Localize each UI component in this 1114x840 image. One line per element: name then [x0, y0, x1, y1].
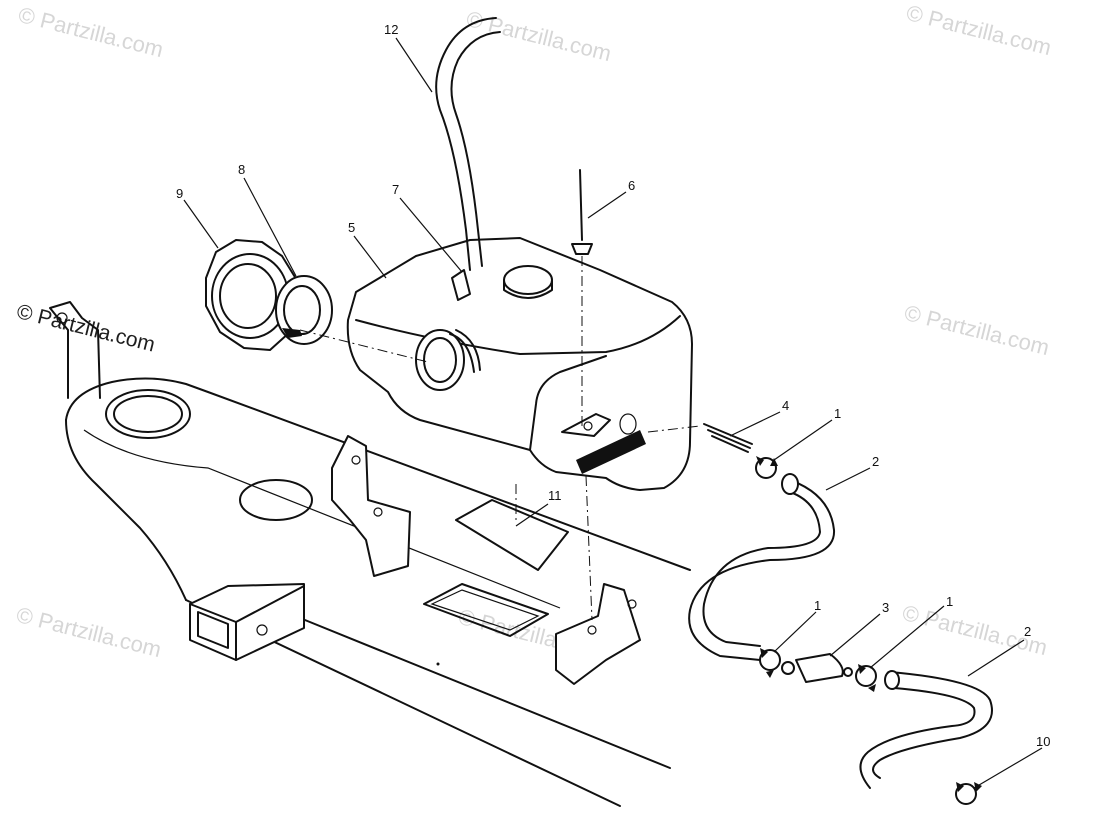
hitch-pin-hole	[256, 624, 268, 636]
hose-clamp-mid-right	[855, 664, 877, 692]
callout-10: 10	[1036, 734, 1050, 749]
leader-1-mid-left	[773, 611, 817, 653]
frame-left-tab	[49, 301, 101, 399]
hose-clamp-end	[955, 782, 982, 805]
callout-5: 5	[348, 220, 355, 235]
callout-1-mid-right: 1	[946, 594, 953, 609]
fill-cap-inner-ring	[219, 263, 277, 329]
fuel-filter	[781, 653, 853, 683]
leader-4	[729, 411, 781, 437]
outlet-spring	[703, 423, 753, 453]
frame-left-curve	[65, 419, 187, 601]
frame-oval-hole	[239, 479, 313, 521]
callout-3: 3	[882, 600, 889, 615]
hose-clamp-upper	[755, 456, 778, 479]
leader-11	[515, 503, 549, 527]
fuel-filter-outlet	[843, 667, 853, 677]
tank-shadow	[576, 430, 646, 474]
tank-corner-edge	[529, 355, 607, 451]
bracket-left-hole-1	[351, 455, 361, 465]
tank-top-cap	[503, 265, 553, 295]
callout-4: 4	[782, 398, 789, 413]
leader-7	[399, 197, 463, 273]
frame-rect-cutout	[423, 583, 549, 637]
fuel-filter-body	[795, 653, 844, 683]
outlet-centerline	[647, 425, 701, 433]
hose-clamp-mid-left	[759, 648, 781, 678]
callout-8: 8	[238, 162, 245, 177]
hose-upper-end	[781, 473, 799, 495]
callout-12: 12	[384, 22, 398, 37]
cap-centerline	[299, 329, 429, 363]
frame-boss-inner	[113, 395, 183, 433]
callout-6: 6	[628, 178, 635, 193]
leader-2-lower	[967, 639, 1025, 677]
leader-1-upper	[773, 419, 833, 461]
fuel-hose-upper-outer	[688, 477, 836, 661]
fuel-hose-lower-inner	[859, 687, 976, 789]
fuel-hose-upper-inner	[702, 491, 821, 647]
stray-dot	[436, 662, 440, 666]
frame-rect-cutout-inner	[430, 589, 540, 631]
hitch-tube-opening	[197, 611, 229, 649]
fuel-tank	[346, 237, 693, 491]
tank-filler-neck-inner	[423, 337, 457, 383]
callout-labels: 12 7 5 6 8 9 4 1 2 11 1 3 1 2 10	[176, 22, 1050, 749]
clamp-upper-ears	[756, 456, 778, 466]
rivet-head	[571, 243, 593, 255]
bracket-right-hole-2	[587, 625, 597, 635]
tank-top-cap-side	[503, 279, 553, 299]
tank-body	[346, 237, 693, 491]
frame-boss-outer	[105, 389, 191, 439]
frame-inner-edge	[83, 429, 561, 609]
frame-bracket-left	[331, 435, 411, 577]
leader-2-upper	[825, 467, 871, 491]
leader-5	[353, 235, 387, 279]
leader-1-mid-right	[869, 605, 945, 669]
clamp-mid-left-ears	[760, 648, 774, 678]
tank-outlet-hole	[583, 421, 593, 431]
leader-9	[183, 199, 219, 249]
vent-hose-inner	[450, 31, 501, 267]
tank-top-edge	[355, 315, 681, 355]
tank-outlet-plate	[561, 413, 611, 437]
vent-hose-outer	[435, 17, 497, 271]
fuel-filter-inlet	[781, 661, 795, 675]
callout-2-lower: 2	[1024, 624, 1031, 639]
leader-6	[587, 191, 627, 219]
gasket-shadow	[282, 328, 302, 338]
rivet-shaft	[579, 169, 583, 241]
callout-11: 11	[548, 488, 562, 503]
bracket-left-hole-2	[373, 507, 383, 517]
clamp-mid-right-ears	[858, 664, 876, 692]
tank-outlet-fitting	[619, 413, 637, 435]
mount-centerline	[585, 475, 593, 621]
frame-bracket-right	[555, 583, 641, 685]
frame-tab-hole	[56, 312, 68, 324]
callout-2-upper: 2	[872, 454, 879, 469]
bracket-right-hole-1	[627, 599, 637, 609]
frame-lower-rail	[299, 617, 671, 769]
frame-assembly	[49, 301, 691, 807]
callout-1-mid-left: 1	[814, 598, 821, 613]
callout-1-upper: 1	[834, 406, 841, 421]
hitch-tube	[189, 583, 305, 661]
vent-fitting	[451, 269, 471, 301]
clamp-end-ears	[956, 782, 982, 792]
fuel-hose-lower-outer	[872, 671, 993, 779]
leader-12	[395, 37, 433, 93]
leader-lines	[183, 37, 1043, 789]
callout-7: 7	[392, 182, 399, 197]
tank-filler-threads	[449, 329, 481, 373]
callout-9: 9	[176, 186, 183, 201]
tank-pad	[455, 499, 569, 571]
leader-8	[243, 177, 297, 277]
leader-3	[829, 613, 881, 657]
hose-lower-end	[884, 670, 900, 690]
gasket-inner	[283, 285, 321, 335]
fill-cap-gasket	[275, 275, 333, 345]
frame-top-edge	[65, 377, 691, 571]
leader-10	[973, 747, 1043, 789]
